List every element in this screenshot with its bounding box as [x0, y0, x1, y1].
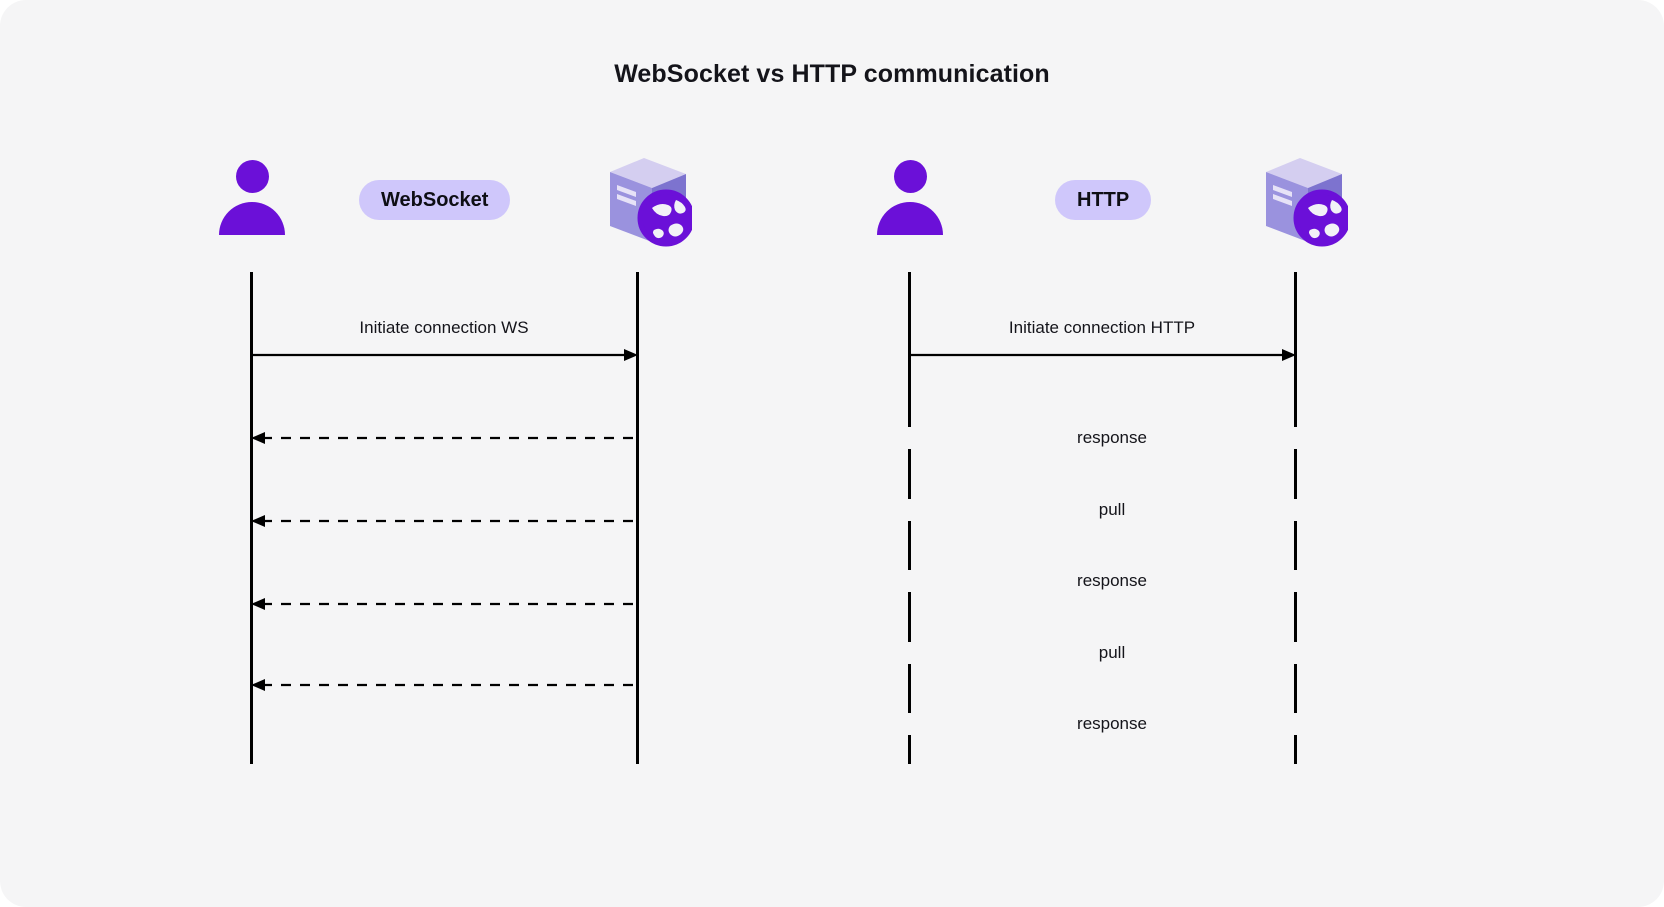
server-globe-icon [596, 152, 695, 248]
message-arrow [251, 432, 639, 444]
protocol-badge-http: HTTP [1055, 180, 1152, 220]
panel-http: HTTP Initiate connection HTTP [700, 0, 1532, 907]
person-head [894, 160, 927, 193]
message-label: Initiate connection HTTP [1008, 318, 1196, 337]
message-arrow [251, 598, 639, 610]
lifeline-client-websocket [250, 272, 253, 764]
message-label: response [908, 713, 1316, 735]
person-head [236, 160, 269, 193]
person-body [877, 202, 943, 235]
message-label: pull [908, 499, 1316, 521]
lifeline-server-websocket [636, 272, 639, 764]
panel-websocket: WebSocket [219, 152, 695, 764]
message-arrow [251, 349, 638, 361]
message-arrow [909, 349, 1296, 361]
message-label: pull [908, 642, 1316, 664]
page-title: WebSocket vs HTTP communication [614, 60, 1050, 88]
message-arrow [251, 515, 639, 527]
message-label: response [908, 427, 1316, 449]
protocol-badge-websocket: WebSocket [359, 180, 511, 220]
message-label: response [908, 570, 1316, 592]
person-icon [219, 160, 285, 246]
message-label: Initiate connection WS [359, 318, 529, 337]
person-body [219, 202, 285, 235]
message-arrow [251, 679, 639, 691]
person-icon [877, 160, 943, 246]
server-globe-icon [1252, 152, 1351, 248]
